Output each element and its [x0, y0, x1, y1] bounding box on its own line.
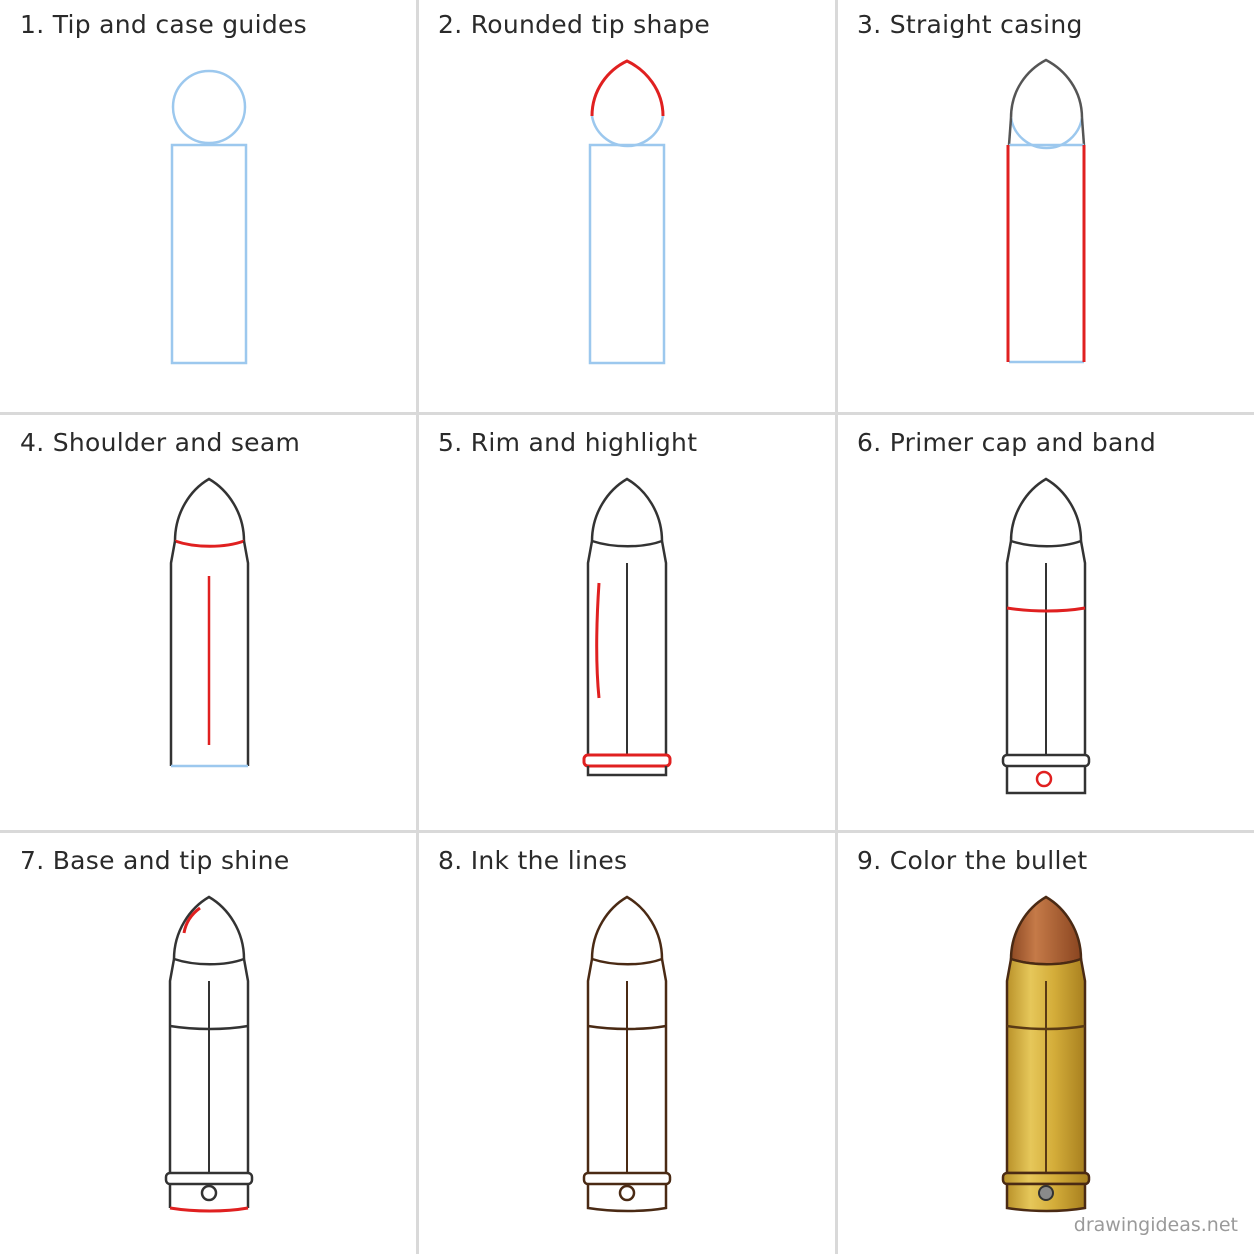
step-title: 7. Base and tip shine: [20, 846, 290, 875]
grid-divider: [835, 0, 838, 1254]
step-panel-1: 1. Tip and case guides: [0, 0, 417, 417]
step-panel-9: 9. Color the bullet: [837, 836, 1254, 1253]
grid-divider: [0, 412, 1254, 415]
step-title: 6. Primer cap and band: [857, 428, 1156, 457]
watermark: drawingideas.net: [1073, 1214, 1238, 1236]
step-9-drawing: [1001, 895, 1091, 1213]
step-title: 9. Color the bullet: [857, 846, 1088, 875]
grid-divider: [0, 830, 1254, 833]
step-panel-5: 5. Rim and highlight: [418, 418, 835, 835]
step-panel-2: 2. Rounded tip shape: [418, 0, 835, 417]
step-8-drawing: [582, 895, 672, 1213]
step-panel-3: 3. Straight casing: [837, 0, 1254, 417]
step-2-drawing: [588, 59, 666, 365]
step-title: 3. Straight casing: [857, 10, 1083, 39]
step-1-drawing: [170, 69, 248, 365]
step-5-drawing: [582, 477, 672, 777]
step-6-drawing: [1001, 477, 1091, 795]
grid-divider: [416, 0, 419, 1254]
step-panel-6: 6. Primer cap and band: [837, 418, 1254, 835]
step-title: 2. Rounded tip shape: [438, 10, 711, 39]
step-title: 5. Rim and highlight: [438, 428, 698, 457]
step-3-drawing: [1006, 58, 1086, 364]
step-panel-4: 4. Shoulder and seam: [0, 418, 417, 835]
step-title: 1. Tip and case guides: [20, 10, 307, 39]
step-7-drawing: [164, 895, 254, 1213]
step-4-drawing: [169, 477, 250, 768]
step-panel-8: 8. Ink the lines: [418, 836, 835, 1253]
step-title: 8. Ink the lines: [438, 846, 628, 875]
step-title: 4. Shoulder and seam: [20, 428, 301, 457]
step-panel-7: 7. Base and tip shine: [0, 836, 417, 1253]
